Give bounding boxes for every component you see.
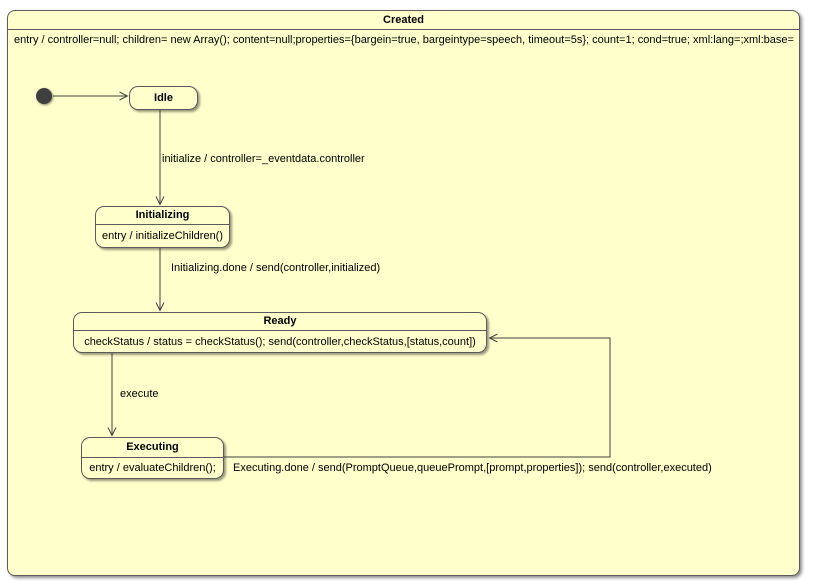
state-internal-action: checkStatus / status = checkStatus(); se… [84,336,476,348]
state-title: Initializing [96,207,229,225]
state-title: Executing [82,438,223,458]
state-entry-action: entry / initializeChildren() [101,230,224,242]
state-entry-action: entry / evaluateChildren(); [89,462,216,474]
transition-label-execute: execute [120,388,159,400]
state-executing[interactable]: Executing entry / evaluateChildren(); [81,437,224,479]
composite-state-title: Created [8,11,799,30]
transition-label-initializing-done: Initializing.done / send(controller,init… [171,262,381,274]
state-ready[interactable]: Ready checkStatus / status = checkStatus… [73,312,487,353]
transition-label-initialize: initialize / controller=_eventdata.contr… [162,153,365,165]
state-title: Ready [74,313,486,331]
transition-label-executing-done: Executing.done / send(PromptQueue,queueP… [233,462,712,474]
state-idle[interactable]: Idle [129,86,198,110]
composite-state-entry-action: entry / controller=null; children= new A… [14,34,794,46]
initial-state-dot[interactable] [36,88,52,104]
state-title: Idle [154,92,173,104]
state-initializing[interactable]: Initializing entry / initializeChildren(… [95,206,230,248]
composite-state-created[interactable]: Created entry / controller=null; childre… [7,10,800,576]
